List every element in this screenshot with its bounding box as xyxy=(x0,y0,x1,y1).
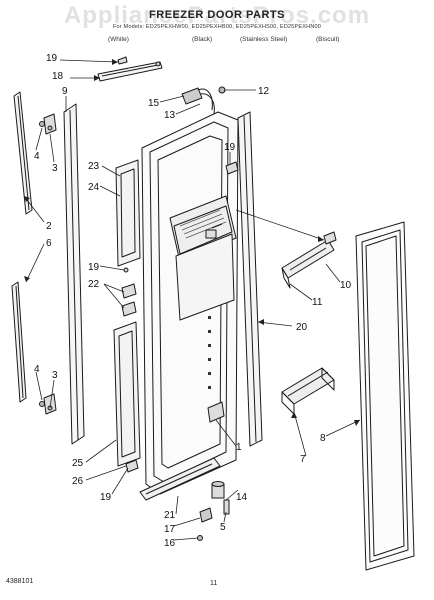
callout-20: 20 xyxy=(296,322,308,333)
lower-hinge-bracket xyxy=(39,393,57,415)
bottom-trim xyxy=(139,457,221,501)
screw-top-left xyxy=(117,56,161,67)
freezer-door-liner xyxy=(141,111,239,495)
door-shelf-bin-lower xyxy=(281,367,335,415)
door-shelf-bin-upper xyxy=(281,231,337,289)
finish-label-stainless: (Stainless Steel) xyxy=(240,36,288,43)
finish-label-black: (Black) xyxy=(192,36,213,43)
model-list: For Models: ED25PEXHW00, ED25PEXHB00, ED… xyxy=(112,24,322,30)
callout-13: 13 xyxy=(164,110,176,121)
left-gasket-strip-lower xyxy=(11,281,27,403)
callout-18: 18 xyxy=(52,71,64,82)
door-clips xyxy=(121,267,137,317)
wiring-harness xyxy=(181,86,226,115)
callout-25: 25 xyxy=(72,458,84,469)
callout-3-upper: 3 xyxy=(52,163,58,174)
upper-hinge-bracket xyxy=(39,113,57,135)
upper-door-shelf-panel xyxy=(115,159,141,267)
callout-6: 6 xyxy=(46,238,52,249)
right-side-trim xyxy=(237,111,263,447)
callout-8: 8 xyxy=(320,433,326,444)
door-side-trim xyxy=(63,103,85,445)
callout-3-lower: 3 xyxy=(52,370,58,381)
callout-19-top: 19 xyxy=(46,53,58,64)
part-number: 4388101 xyxy=(6,578,34,585)
top-trim-strip xyxy=(97,61,163,82)
callout-4-lower: 4 xyxy=(34,364,40,375)
callout-11: 11 xyxy=(312,297,323,308)
callout-26: 26 xyxy=(72,476,84,487)
callout-16: 16 xyxy=(164,538,176,549)
screw-right-upper xyxy=(225,161,239,175)
callout-9: 9 xyxy=(62,86,68,97)
callout-5: 5 xyxy=(220,522,226,533)
callout-4-upper: 4 xyxy=(34,151,40,162)
callout-12: 12 xyxy=(258,86,270,97)
callout-24: 24 xyxy=(88,182,100,193)
callout-19-bottom: 19 xyxy=(100,492,112,503)
callout-2: 2 xyxy=(46,221,52,232)
finish-label-white: (White) xyxy=(108,36,129,43)
callout-17: 17 xyxy=(164,524,176,535)
callout-19-right: 19 xyxy=(224,142,236,153)
finish-label-biscuit: (Biscuit) xyxy=(316,36,340,43)
page-title: FREEZER DOOR PARTS xyxy=(149,9,285,21)
page-number: 11 xyxy=(210,580,218,587)
callout-22: 22 xyxy=(88,279,100,290)
callout-7: 7 xyxy=(300,454,306,465)
leader-arrowheads xyxy=(24,59,360,426)
callout-23: 23 xyxy=(88,161,100,172)
hinge-pin-assembly xyxy=(197,481,230,541)
callout-19-mid: 19 xyxy=(88,262,100,273)
callout-15: 15 xyxy=(148,98,160,109)
callout-1: 1 xyxy=(236,442,242,453)
lower-door-shelf-panel xyxy=(113,321,141,467)
left-gasket-strip-upper xyxy=(13,91,33,215)
callout-labels: 19 18 9 4 3 2 6 4 3 25 26 19 23 24 19 22… xyxy=(34,53,352,549)
door-gasket xyxy=(355,221,415,571)
callout-14: 14 xyxy=(236,492,248,503)
callout-10: 10 xyxy=(340,280,352,291)
callout-21: 21 xyxy=(164,510,176,521)
leader-lines xyxy=(23,59,361,541)
